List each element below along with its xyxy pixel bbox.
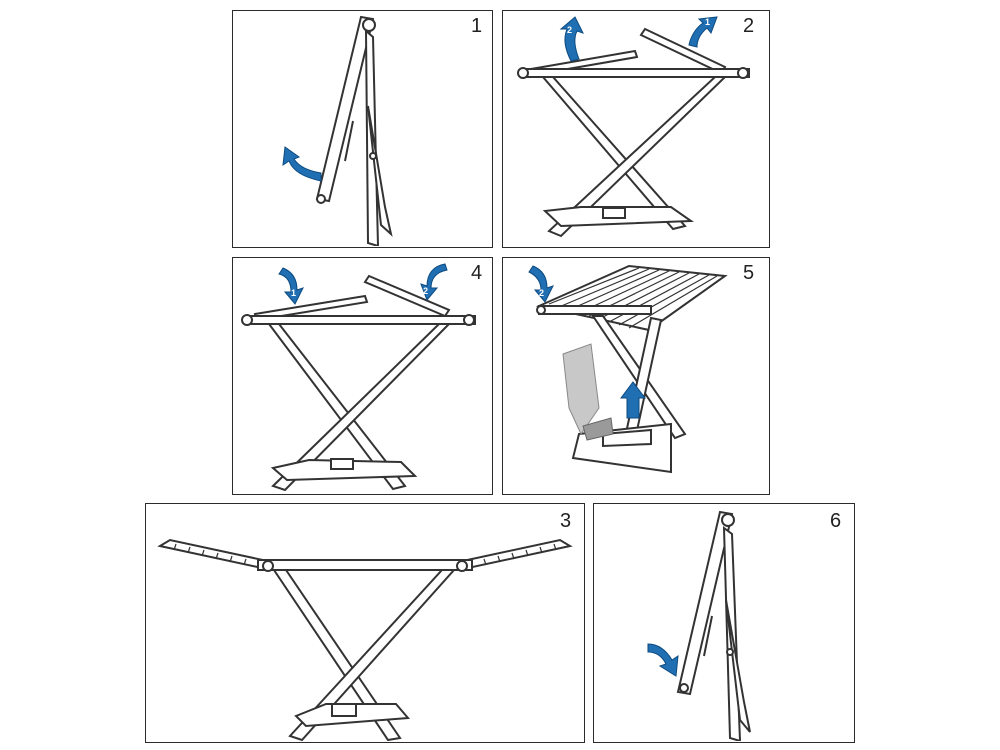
- dryer-wings-open-illustration: [146, 504, 583, 741]
- arrow-badge-2: 2: [423, 286, 428, 296]
- folded-dryer-illustration: [233, 11, 491, 246]
- step-1-panel: 1: [232, 10, 493, 248]
- arrow-badge-2: 2: [567, 25, 572, 35]
- step-3-panel: 3: [145, 503, 585, 743]
- step-2-panel: 2 2 1: [502, 10, 770, 248]
- folded-dryer-final-illustration: [594, 504, 853, 741]
- dryer-wings-fold-down-illustration: 1 2: [233, 258, 491, 493]
- step-4-panel: 4 1 2: [232, 257, 493, 495]
- arrow-badge-1: 1: [291, 288, 296, 298]
- step-6-panel: 6: [593, 503, 855, 743]
- arrow-badge-2: 2: [539, 288, 544, 298]
- press-arrow-1-icon: [279, 268, 303, 304]
- rotate-arrow-icon: [283, 147, 321, 181]
- step-5-panel: 5 2: [502, 257, 770, 495]
- rotate-arrow-icon: [648, 644, 678, 676]
- dryer-wings-fold-up-illustration: 2 1: [503, 11, 768, 246]
- lift-arrow-2-icon: [561, 17, 583, 61]
- arrow-badge-1: 1: [705, 17, 710, 27]
- dryer-folding-rack-illustration: 2: [503, 258, 768, 493]
- lift-arrow-1-icon: [689, 17, 717, 47]
